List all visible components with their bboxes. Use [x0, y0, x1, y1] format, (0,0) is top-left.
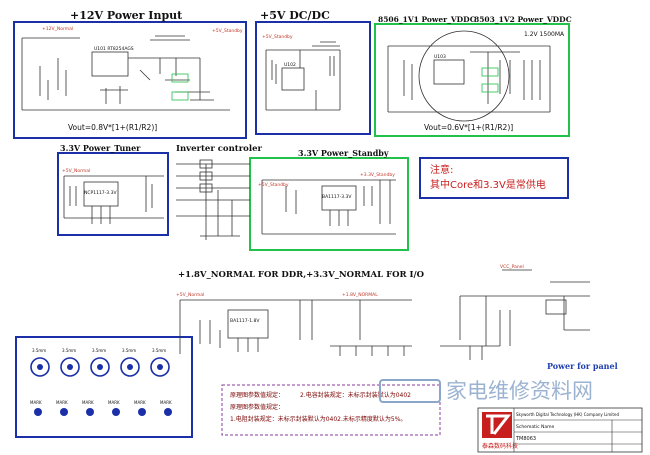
frame-3v3-standby [249, 157, 409, 251]
formula-12v: Vout=0.8V*[1+(R1/R2)] [68, 123, 157, 132]
mark-label-3: MARK [82, 400, 94, 405]
defaults-line1b: 2.电容封装规定：未标示封装默认为0402 [300, 391, 411, 399]
circuit-3v3-tuner [63, 175, 164, 224]
spec-1v2-1500ma: 1.2V 1500MA [524, 31, 565, 38]
mark-label-5: MARK [134, 400, 146, 405]
title-12v-input: +12V Power Input [70, 9, 183, 22]
part-u101: U101 RT8254AGS [94, 46, 134, 52]
mark-label-4: MARK [108, 400, 120, 405]
net-3v3-standby: +3.3V_Standby [360, 172, 395, 178]
logo-text: 泰森数码科技 [482, 442, 518, 450]
circuit-ddr-io [179, 299, 412, 356]
part-ldo-standby: BA1117-3.3V [322, 194, 352, 200]
formula-vddc: Vout=0.6V*[1+(R1/R2)] [424, 123, 513, 132]
watermark-text: 家电维修资料网 [446, 379, 593, 403]
net-5v-standby-b: +5V_Standby [262, 34, 293, 40]
mark-size-1: 3.5mm [32, 348, 46, 353]
schematic-name: Schematic Name [516, 424, 555, 430]
part-u103: U103 [434, 54, 446, 60]
title-5v-dcdc: +5V DC/DC [260, 9, 330, 22]
mark-holes [30, 357, 170, 377]
circuit-panel-power [440, 269, 590, 360]
title-ddr-io: +1.8V_NORMAL FOR DDR,+3.3V_NORMAL FOR I/… [178, 270, 425, 280]
mark-size-4: 3.5mm [122, 348, 136, 353]
notice-body: 其中Core和3.3V是常供电 [430, 178, 546, 191]
circuit-inverter [176, 159, 250, 240]
mark-label-6: MARK [160, 400, 172, 405]
net-1v8-normal: +1.8V_NORMAL [342, 292, 378, 298]
title-8506-vddc: 8506_1V1 Power_VDDC [378, 15, 476, 24]
mark-size-2: 3.5mm [62, 348, 76, 353]
part-ldo-tuner: NCP1117-3.3V [84, 190, 117, 196]
frame-5v-dcdc [255, 21, 371, 135]
part-u102: U102 [284, 62, 296, 68]
frame-notice [419, 157, 569, 199]
net-12v-normal: +12V_Normal [42, 26, 73, 32]
title-panel-power: Power for panel [547, 361, 618, 371]
net-5v-standby-a: +5V_Standby [212, 28, 243, 34]
circuit-5v-dcdc [265, 41, 341, 111]
doc-number: TM8063 [515, 436, 536, 442]
net-5v-standby-c: +5V_Standby [258, 182, 289, 188]
defaults-line2: 原理图参数值规定： [230, 403, 284, 411]
net-5v-normal-b: +5V_Normal [176, 292, 204, 298]
notice-title: 注意: [430, 163, 453, 176]
net-5v-normal-a: +5V_Normal [62, 168, 90, 174]
mark-size-5: 3.5mm [152, 348, 166, 353]
defaults-line3: 1.电阻封装规定：未标示封装默认为0402.未标示精度默认为5%。 [230, 415, 406, 423]
mark-label-2: MARK [56, 400, 68, 405]
frame-3v3-tuner [57, 152, 169, 236]
title-3v3-tuner: 3.3V Power_Tuner [60, 143, 141, 153]
circuit-12v-input [21, 35, 230, 111]
net-vcc-panel: VCC_Panel [500, 264, 524, 270]
title-inverter: Inverter controler [176, 144, 262, 154]
title-block [477, 407, 643, 453]
frame-12v-input [13, 21, 247, 139]
frame-vddc [374, 23, 570, 137]
part-ldo-ddr: BA1117-1.8V [230, 318, 260, 324]
mark-fiducials [34, 408, 172, 416]
mark-label-1: MARK [30, 400, 42, 405]
circuit-vddc [387, 30, 551, 122]
title-3v3-standby: 3.3V Power_Standby [298, 148, 389, 158]
frame-mark-panel [15, 336, 193, 438]
company-name: Skyworth Digital Technology (HK) Company… [516, 412, 619, 417]
circuit-3v3-standby [261, 179, 396, 235]
defaults-line1: 原理图参数值规定： [230, 391, 284, 399]
frame-defaults-note [221, 384, 441, 436]
mark-size-3: 3.5mm [92, 348, 106, 353]
watermark-logo [379, 379, 441, 403]
title-8503-vddc: 8503_1V2 Power_VDDC [474, 15, 572, 24]
